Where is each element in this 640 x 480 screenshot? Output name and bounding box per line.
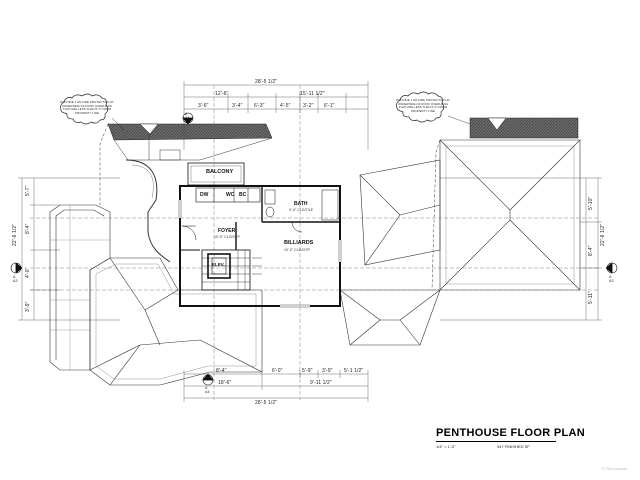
room-dw: DW [200, 192, 209, 198]
section-callout-right [605, 262, 618, 274]
dim-top-row-4: 3'-2" [303, 103, 314, 109]
dim-left-overall: 22'-6 1/2" [12, 223, 18, 246]
note-cloud-right [396, 91, 445, 123]
right-roof [339, 139, 581, 346]
dim-right-overall: 22'-6 1/2" [600, 223, 606, 246]
dim-bottom-row-0: 8'-4" [216, 368, 227, 374]
dim-bottom-row-3: 3'-9" [322, 368, 333, 374]
dim-bottom-row-1: 6'-0" [272, 368, 283, 374]
dim-left-col-0: 5'-7" [25, 185, 31, 196]
dim-overall-top: 28'-5 1/2" [255, 79, 278, 85]
dim-right-col-1: 8'-4" [588, 245, 594, 256]
note-left: PROVIDE 1 HR FIRE PROTECTION AT UNDERSID… [60, 100, 114, 115]
dim-top-row2-1: 15'-11 1/2" [300, 91, 325, 97]
right-roof-eave-hatch [469, 117, 579, 139]
dim-top-row2-0: 12'-6" [215, 91, 229, 97]
dim-left-col-3: 3'-9" [25, 301, 31, 312]
dim-left-col-1: 8'-4" [25, 223, 31, 234]
left-bay [49, 204, 111, 371]
section-callout-top [182, 112, 194, 125]
note-cloud-left [60, 93, 109, 125]
dim-bottom-row-4: 5'-1 1/2" [344, 368, 364, 374]
dim-top-row-0: 3'-6" [198, 103, 209, 109]
room-elev: ELEV. [212, 262, 225, 267]
left-roof-eave-hatch [107, 123, 273, 141]
watermark: © REcolorado [602, 466, 627, 471]
section-callout-bottom [202, 373, 214, 386]
room-bath-dims: 9'-0" CLG/TILE [289, 208, 314, 212]
dim-bottom-row2-1: 9'-11 1/2" [310, 380, 332, 386]
dim-left-col-2: 4'-0" [25, 267, 31, 278]
dim-right-col-0: 5'-10" [588, 196, 594, 210]
dim-top-row-1: 3'-4" [232, 103, 243, 109]
room-billiards: BILLIARDS [284, 240, 314, 246]
plan-title: PENTHOUSE FLOOR PLAN [436, 427, 586, 439]
dimension-lines [18, 81, 602, 402]
room-billiards-dims: 10'-0" CLG/OTP [284, 248, 310, 252]
curved-bay-wall [125, 159, 171, 263]
dim-top-row-2: 6'-3" [254, 103, 265, 109]
callout-left-label: A A3 [13, 275, 18, 283]
penthouse-walls [178, 162, 342, 308]
room-wc: WC [226, 192, 235, 198]
dim-right-col-2: 5'-11" [588, 291, 594, 304]
callout-top-label: A A4 [185, 112, 190, 120]
dim-bottom-row-2: 5'-9" [302, 368, 313, 374]
room-bath: BATH [294, 201, 308, 207]
callout-bottom-label: A A4 [205, 386, 210, 394]
dim-top-row-5: 6'-1" [324, 103, 335, 109]
left-roof [89, 257, 263, 386]
dim-top-row-3: 4'-5" [280, 103, 291, 109]
dim-overall-bottom: 28'-5 1/2" [255, 400, 278, 406]
callout-right-label: A A3 [609, 275, 614, 283]
plan-finished-sf: 947 FINISHED SF [497, 444, 530, 449]
title-underline [436, 441, 556, 442]
section-callout-left [10, 262, 23, 274]
plan-scale: 1/4" = 1'-0" [436, 444, 456, 449]
note-right: PROVIDE 1 HR FIRE PROTECTION AT UNDERSID… [396, 98, 450, 113]
room-balcony: BALCONY [206, 169, 234, 175]
room-foyer-dims: 10'-0" CLG/OTP [214, 235, 240, 239]
room-bc: BC [239, 192, 247, 198]
room-foyer: FOYER [218, 228, 236, 234]
dim-bottom-row2-0: 18'-6" [218, 380, 232, 386]
